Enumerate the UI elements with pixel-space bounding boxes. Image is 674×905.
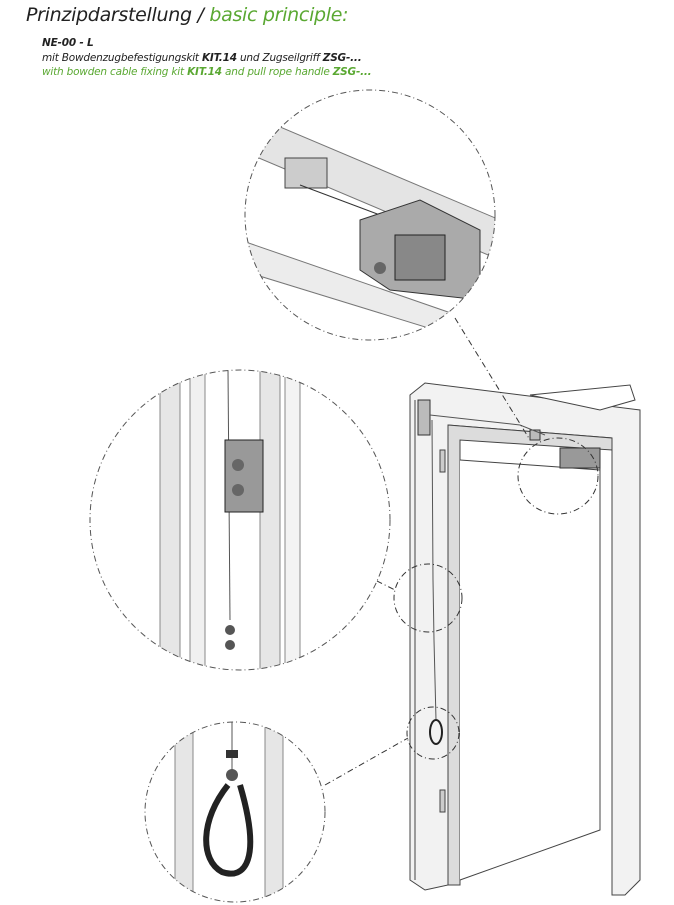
closer-unit (417, 399, 601, 469)
detail-pull-handle (145, 722, 325, 901)
page-title: Prinzipdarstellung / basic principle: (26, 4, 349, 26)
title-german: Prinzipdarstellung / (26, 4, 204, 26)
door-frame (409, 382, 641, 896)
detail-cable-fixing (90, 370, 390, 670)
leader-bottom (324, 737, 409, 786)
callout-handle (406, 706, 460, 760)
callout-cable-fixing (393, 563, 463, 633)
bowden-cable (429, 414, 546, 436)
description-german: mit Bowdenzugbefestigungskit KIT.14 und … (42, 52, 362, 64)
model-code: NE-00 - L (42, 37, 94, 49)
callout-closer (517, 437, 599, 515)
description-english: with bowden cable fixing kit KIT.14 and … (42, 66, 372, 78)
leader-top (454, 317, 531, 441)
title-english: basic principle: (209, 4, 349, 26)
rope-loop-small (429, 719, 443, 745)
pull-rope (431, 419, 437, 721)
